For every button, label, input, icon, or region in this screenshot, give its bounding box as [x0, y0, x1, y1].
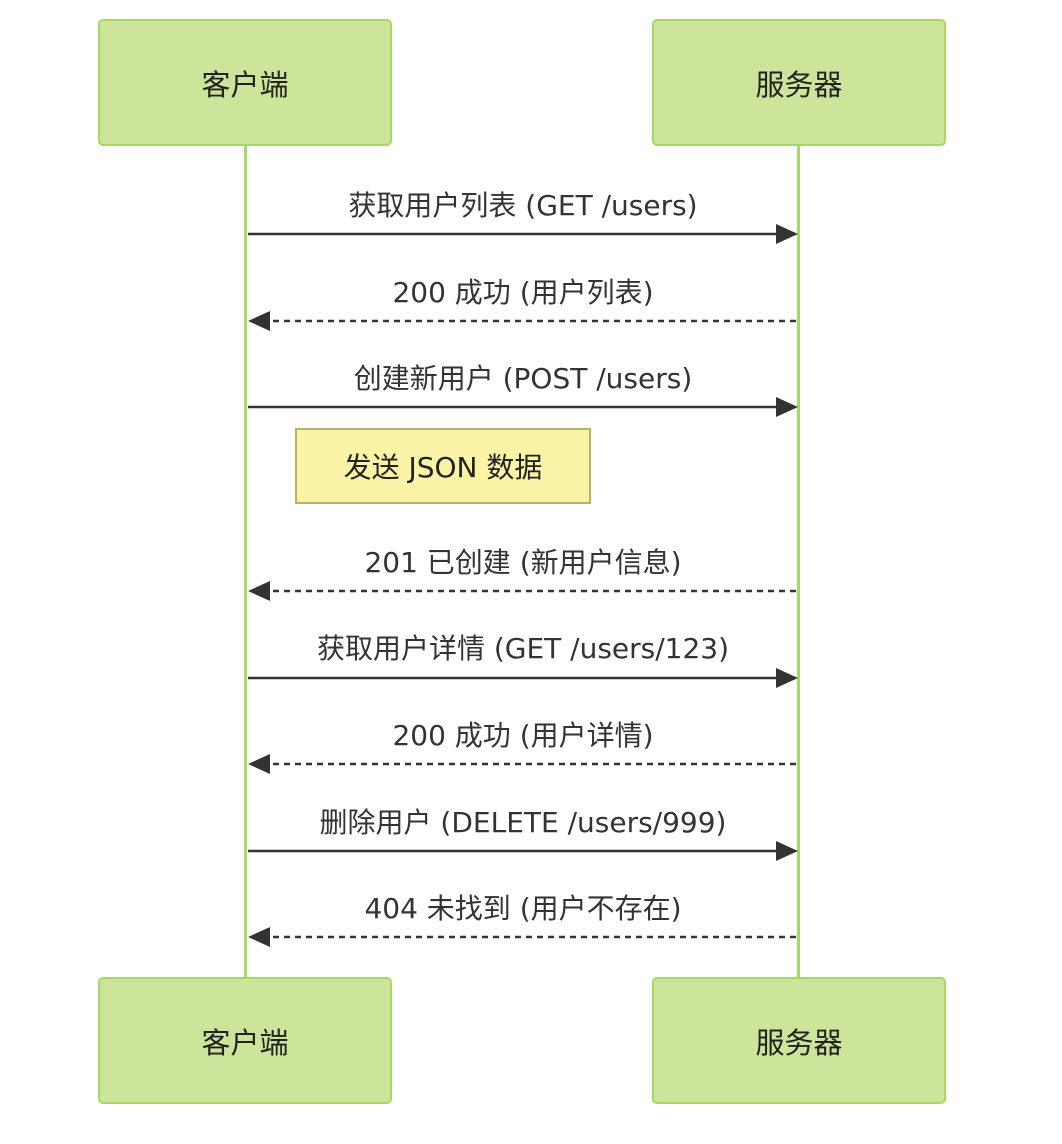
server-actor-top: 服务器 [652, 19, 946, 146]
arrowhead-6 [248, 754, 270, 774]
client-actor-label: 客户端 [201, 67, 289, 102]
message-label-6: 200 成功 (用户详情) [392, 719, 654, 752]
arrowhead-4 [248, 581, 270, 601]
client-actor-label: 客户端 [201, 1025, 289, 1060]
message-label-1: 获取用户列表 (GET /users) [348, 189, 698, 222]
message-label-5: 获取用户详情 (GET /users/123) [316, 632, 730, 665]
client-actor-bottom: 客户端 [98, 977, 392, 1104]
note-text: 发送 JSON 数据 [343, 451, 543, 484]
server-actor-label: 服务器 [755, 1025, 843, 1060]
arrowhead-7 [776, 841, 798, 861]
message-label-7: 删除用户 (DELETE /users/999) [319, 806, 727, 839]
message-label-4: 201 已创建 (新用户信息) [364, 546, 682, 579]
client-actor-top: 客户端 [98, 19, 392, 146]
message-label-3: 创建新用户 (POST /users) [353, 362, 693, 395]
arrowhead-1 [776, 224, 798, 244]
server-actor-label: 服务器 [755, 67, 843, 102]
arrowhead-5 [776, 668, 798, 688]
server-actor-bottom: 服务器 [652, 977, 946, 1104]
client-lifeline [244, 146, 247, 979]
message-label-8: 404 未找到 (用户不存在) [364, 892, 682, 925]
server-lifeline [797, 146, 800, 979]
note-box: 发送 JSON 数据 [295, 428, 591, 504]
arrowhead-8 [248, 927, 270, 947]
arrowhead-3 [776, 397, 798, 417]
arrowhead-2 [248, 311, 270, 331]
message-label-2: 200 成功 (用户列表) [392, 276, 654, 309]
